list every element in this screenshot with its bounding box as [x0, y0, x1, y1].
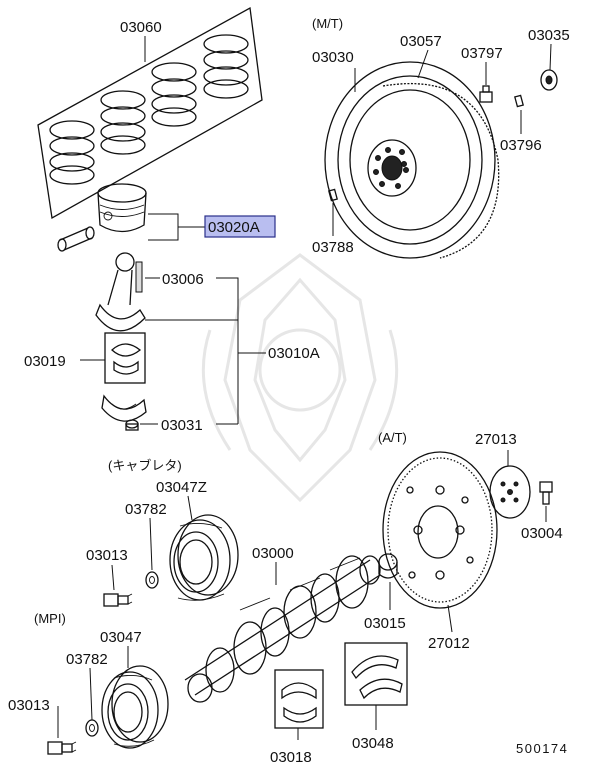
label-03057: 03057: [400, 33, 442, 50]
label-27013: 27013: [475, 431, 517, 448]
label-03788: 03788: [312, 239, 354, 256]
label-03035: 03035: [528, 27, 570, 44]
label-03048: 03048: [352, 735, 394, 752]
section-label-carb: (キャブレタ): [108, 458, 182, 473]
diagram-id: 500174: [516, 741, 568, 756]
dowel-pin-upper[interactable]: [514, 94, 524, 108]
thrust-washer[interactable]: [344, 642, 408, 706]
washer-upper[interactable]: [145, 571, 159, 589]
drive-plate[interactable]: [382, 451, 498, 609]
section-label-mt: (M/T): [312, 16, 343, 31]
label-03006: 03006: [162, 271, 204, 288]
flywheel[interactable]: [324, 61, 496, 259]
ring-gear[interactable]: [382, 82, 500, 259]
piston-pin[interactable]: [57, 226, 95, 252]
label-03010a: 03010A: [268, 345, 320, 362]
section-label-at: (A/T): [378, 430, 407, 445]
label-03030: 03030: [312, 49, 354, 66]
label-03796: 03796: [500, 137, 542, 154]
label-03018: 03018: [270, 749, 312, 766]
label-03020a[interactable]: 03020A: [208, 219, 260, 236]
crankshaft[interactable]: [184, 555, 381, 703]
label-03000: 03000: [252, 545, 294, 562]
connecting-rod-cap[interactable]: [101, 394, 147, 422]
pilot-bearing[interactable]: [540, 69, 558, 91]
label-03782-lower: 03782: [66, 651, 108, 668]
watermark-emblem: [201, 253, 399, 503]
rod-cap-nut[interactable]: [125, 419, 139, 431]
label-03047: 03047: [100, 629, 142, 646]
crank-pulley-carb[interactable]: [169, 514, 239, 601]
label-03031: 03031: [161, 417, 203, 434]
label-03013-lower: 03013: [8, 697, 50, 714]
label-03013-upper: 03013: [86, 547, 128, 564]
piston[interactable]: [97, 183, 147, 233]
flywheel-bolt[interactable]: [479, 85, 493, 103]
label-03797: 03797: [461, 45, 503, 62]
dowel-pin-lower[interactable]: [328, 188, 338, 202]
washer-lower[interactable]: [85, 719, 99, 737]
label-03015: 03015: [364, 615, 406, 632]
label-03047z: 03047Z: [156, 479, 207, 496]
highlight-03020a: [204, 215, 276, 238]
label-03019: 03019: [24, 353, 66, 370]
crank-pulley-mpi[interactable]: [101, 665, 169, 749]
connecting-rod-bearing[interactable]: [104, 332, 146, 384]
label-03782-upper: 03782: [125, 501, 167, 518]
piston-ring-set[interactable]: [37, 6, 263, 220]
label-03060: 03060: [120, 19, 162, 36]
label-03004: 03004: [521, 525, 563, 542]
pulley-bolt-upper[interactable]: [103, 593, 133, 607]
main-bearing[interactable]: [274, 669, 324, 729]
adapter-plate[interactable]: [489, 465, 531, 519]
crankshaft-bushing[interactable]: [378, 553, 398, 579]
label-27012: 27012: [428, 635, 470, 652]
pulley-bolt-lower[interactable]: [47, 741, 77, 755]
drive-plate-bolt[interactable]: [539, 481, 553, 505]
section-label-mpi: (MPI): [34, 611, 66, 626]
connecting-rod[interactable]: [95, 252, 146, 332]
